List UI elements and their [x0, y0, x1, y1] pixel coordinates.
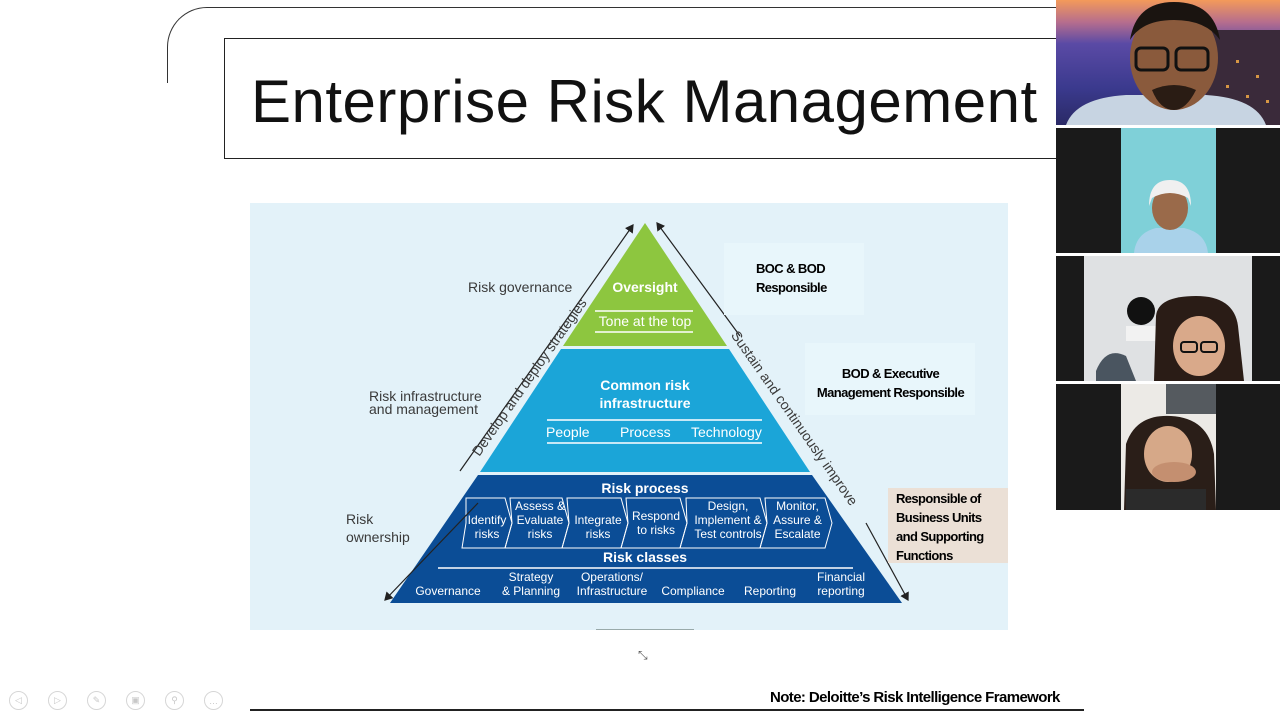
tier-item-process: Process	[620, 424, 671, 440]
slide-title: Enterprise Risk Management	[251, 68, 1038, 135]
previous-slide-button[interactable]: ◁	[9, 691, 28, 710]
video-tile-participant-3[interactable]	[1056, 256, 1280, 381]
label-risk-ownership-2: ownership	[346, 529, 410, 545]
class-operations: Operations/Infrastructure	[576, 570, 648, 598]
risk-process-title: Risk process	[601, 480, 689, 496]
decorative-frame	[167, 7, 1067, 83]
class-governance: Governance	[415, 584, 481, 598]
video-tile-participant-2[interactable]	[1056, 128, 1280, 253]
class-strategy: Strategy& Planning	[501, 570, 561, 598]
laser-pointer-icon: ⤡	[638, 648, 648, 662]
class-compliance: Compliance	[661, 584, 725, 598]
label-risk-ownership-1: Risk	[346, 511, 374, 527]
label-risk-infrastructure-2: and management	[369, 401, 478, 417]
participant-video	[1121, 384, 1216, 510]
risk-framework-diagram: Risk governance Risk infrastructure and …	[250, 203, 1008, 630]
step-design: Design,Implement &Test controls	[694, 499, 762, 541]
presentation-slide: Enterprise Risk Management	[9, 7, 1084, 711]
zoom-button[interactable]: ⚲	[165, 691, 184, 710]
tier-oversight-title: Oversight	[612, 279, 678, 295]
tier-infrastructure-title-1: Common risk	[600, 377, 690, 393]
tier-infrastructure-title-2: infrastructure	[599, 395, 691, 411]
video-tile-participant-4[interactable]	[1056, 384, 1280, 510]
participant-video	[1121, 128, 1216, 253]
pen-tool-button[interactable]: ✎	[87, 691, 106, 710]
title-box: Enterprise Risk Management	[224, 38, 1084, 159]
divider	[596, 629, 694, 630]
bottom-divider	[250, 709, 1084, 711]
more-options-button[interactable]: …	[204, 691, 223, 710]
tier-oversight-subtitle: Tone at the top	[598, 313, 692, 329]
participant-video	[1066, 2, 1280, 125]
step-monitor: Monitor,Assure &Escalate	[773, 499, 822, 541]
video-gallery	[1056, 0, 1280, 510]
next-slide-button[interactable]: ▷	[48, 691, 67, 710]
label-risk-governance: Risk governance	[468, 279, 573, 295]
pyramid-graphic	[384, 222, 1008, 603]
slideshow-toolbar: ◁ ▷ ✎ ▣ ⚲ …	[9, 691, 223, 710]
slides-overview-button[interactable]: ▣	[126, 691, 145, 710]
tier-item-people: People	[546, 424, 590, 440]
source-note: Note: Deloitte’s Risk Intelligence Frame…	[770, 689, 1060, 706]
label-risk-infrastructure-1: Risk infrastructure	[369, 388, 482, 404]
video-tile-participant-1[interactable]	[1056, 0, 1280, 125]
risk-classes-title: Risk classes	[602, 549, 688, 565]
participant-video	[1084, 256, 1252, 381]
tier-item-technology: Technology	[691, 424, 762, 440]
class-reporting: Reporting	[743, 584, 797, 598]
